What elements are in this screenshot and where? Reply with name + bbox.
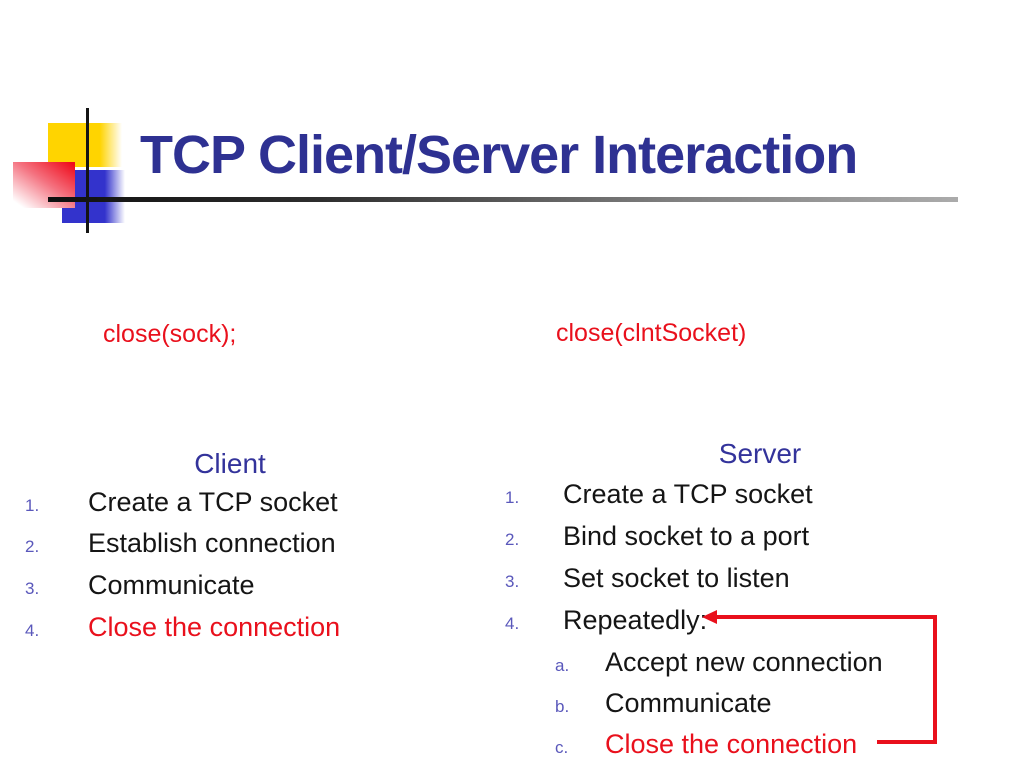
item-marker: 1.	[505, 488, 520, 507]
item-text: Create a TCP socket	[563, 479, 813, 509]
client-list-item-1: 1. Create a TCP socket	[25, 486, 338, 522]
client-list-item-3: 3. Communicate	[25, 569, 255, 605]
item-text: Accept new connection	[605, 647, 883, 677]
item-text: Bind socket to a port	[563, 521, 810, 551]
loop-arrow-top-segment	[715, 615, 936, 619]
loop-arrow-bottom-segment	[877, 740, 937, 744]
title-divider-line	[48, 197, 958, 202]
client-list-item-2: 2. Establish connection	[25, 527, 336, 563]
item-marker: 1.	[25, 496, 40, 515]
item-marker: 3.	[505, 572, 520, 591]
server-sublist-item-a: a. Accept new connection	[555, 646, 883, 682]
loop-arrow-vertical-segment	[933, 615, 937, 744]
server-heading: Server	[718, 438, 802, 469]
item-text: Communicate	[605, 688, 772, 718]
item-text: Establish connection	[88, 528, 336, 558]
slide-title: TCP Client/Server Interaction	[140, 125, 858, 185]
item-marker: c.	[555, 738, 569, 757]
client-close-call-label: close(sock);	[103, 320, 237, 348]
item-text: Communicate	[88, 570, 255, 600]
client-heading: Client	[194, 448, 266, 479]
item-marker: 4.	[25, 621, 40, 640]
server-list-item-4: 4. Repeatedly:	[505, 604, 707, 640]
loop-arrow-head-icon	[702, 610, 717, 624]
item-marker: 3.	[25, 579, 40, 598]
server-list-item-2: 2. Bind socket to a port	[505, 520, 809, 556]
client-list-item-4: 4. Close the connection	[25, 611, 340, 647]
decoration-vertical-line	[86, 108, 89, 233]
item-text: Repeatedly:	[563, 605, 708, 635]
item-text: Close the connection	[88, 612, 341, 642]
server-close-call-label: close(clntSocket)	[556, 319, 747, 347]
server-list-item-1: 1. Create a TCP socket	[505, 478, 813, 514]
server-sublist-item-b: b. Communicate	[555, 687, 772, 723]
item-marker: 2.	[25, 537, 40, 556]
server-sublist-item-c: c. Close the connection	[555, 728, 857, 764]
item-marker: 2.	[505, 530, 520, 549]
server-list-item-3: 3. Set socket to listen	[505, 562, 790, 598]
item-marker: 4.	[505, 614, 520, 633]
item-text: Create a TCP socket	[88, 487, 338, 517]
item-text: Close the connection	[605, 729, 858, 759]
item-marker: a.	[555, 656, 570, 675]
item-marker: b.	[555, 697, 570, 716]
item-text: Set socket to listen	[563, 563, 790, 593]
decoration-yellow-square	[48, 123, 122, 167]
